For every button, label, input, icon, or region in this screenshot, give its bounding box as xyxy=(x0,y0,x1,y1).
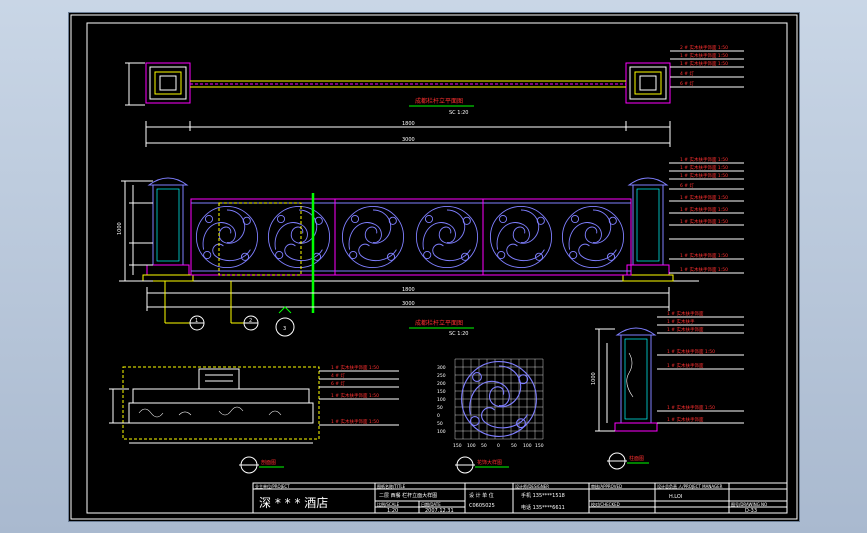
mid-callouts: 1 # 实木扶手饰面 1:50 1 # 实木扶手饰面 1:50 1 # 实木扶手… xyxy=(669,156,744,274)
callout-top-4: 6 # 灯 xyxy=(680,80,694,87)
svg-text:1 # 实木扶手饰面 1:50: 1 # 实木扶手饰面 1:50 xyxy=(680,164,728,171)
svg-text:1: 1 xyxy=(195,318,198,324)
title-block: 业主单位/PROJECT 深 * * * 酒店 图纸名称/TITLE 二层 西餐… xyxy=(252,482,788,514)
svg-text:6 # 灯: 6 # 灯 xyxy=(680,182,694,189)
approve-label: 审核/APPROVED xyxy=(591,483,622,489)
svg-text:50: 50 xyxy=(481,443,487,449)
svg-text:50: 50 xyxy=(437,421,443,427)
top-callouts: 2 # 实木扶手饰面 1:50 1 # 实木扶手饰面 1:50 1 # 实木扶手… xyxy=(670,44,744,88)
drawing-sheet[interactable]: 1800 3000 成都栏杆立平面图 SC 1:20 2 # 实木扶手饰面 1:… xyxy=(68,12,800,522)
drawing-label: 图纸名称/TITLE xyxy=(377,483,406,489)
svg-text:1 # 实木扶手饰面 1:50: 1 # 实木扶手饰面 1:50 xyxy=(680,206,728,213)
contact-1: 手机 135****1518 xyxy=(521,492,565,499)
scale-label: 比例/SCALE xyxy=(377,501,400,507)
elevation-title: 成都栏杆立平面图 xyxy=(415,319,463,327)
plan-title: 成都栏杆立平面图 xyxy=(415,97,463,105)
section-marker-3 xyxy=(275,317,295,337)
svg-text:200: 200 xyxy=(437,381,446,387)
svg-text:3: 3 xyxy=(283,326,286,332)
svg-text:100: 100 xyxy=(437,429,446,435)
svg-text:100: 100 xyxy=(523,443,532,449)
date-value: 2007.12.31 xyxy=(425,508,454,514)
plan-view: 1800 3000 成都栏杆立平面图 SC 1:20 xyxy=(125,62,671,147)
plan-scale: SC 1:20 xyxy=(449,110,468,116)
contact-label: 设计师/DESIGNER xyxy=(515,483,549,489)
elevation-view: 1000 1800 3000 1 2 3 成都栏杆立平面图 SC 1:20 xyxy=(117,177,699,337)
post-height-dim: 1000 xyxy=(591,372,597,385)
drawn-name: H.LOI xyxy=(669,494,682,500)
outer-frame xyxy=(70,14,798,520)
svg-text:300: 300 xyxy=(437,365,446,371)
design-code: C0605025 xyxy=(469,503,495,509)
callout-top-3: 4 # 灯 xyxy=(680,70,694,77)
drawn-label: 设计总负责 人/PROJECT MANAGER xyxy=(657,483,723,489)
svg-text:150: 150 xyxy=(437,389,446,395)
sheet-label: 图号/DRAWING NO xyxy=(731,501,767,507)
svg-text:100: 100 xyxy=(437,397,446,403)
section-detail: 1 # 实木扶手饰面 1:50 4 # 灯 6 # 灯 1 # 实木扶手饰面 1… xyxy=(109,364,399,474)
svg-text:0: 0 xyxy=(437,413,440,419)
design-label: 设 计 单 位 xyxy=(469,492,494,499)
ornament-detail: 300 250 200 150 100 50 0 50 100 150 100 … xyxy=(437,358,544,474)
elev-total-dim: 3000 xyxy=(402,301,415,307)
svg-text:2: 2 xyxy=(249,318,252,324)
svg-text:1 # 实木扶手饰面: 1 # 实木扶手饰面 xyxy=(667,416,704,423)
svg-text:6 # 灯: 6 # 灯 xyxy=(331,380,345,387)
sheet-no: D-33 xyxy=(745,508,757,514)
svg-text:1 # 实木扶手饰面 1:50: 1 # 实木扶手饰面 1:50 xyxy=(667,348,715,355)
scale-value: 1:20 xyxy=(387,508,398,514)
svg-text:1 # 实木扶手饰面 1:50: 1 # 实木扶手饰面 1:50 xyxy=(680,266,728,273)
elev-height-dim: 1000 xyxy=(117,222,123,235)
plan-total-dim: 3000 xyxy=(402,137,415,143)
section-subtitle: 剖面图 xyxy=(261,459,276,466)
cad-drawing: 1800 3000 成都栏杆立平面图 SC 1:20 2 # 实木扶手饰面 1:… xyxy=(70,14,798,520)
drawing-name: 二层 西餐 栏杆立面大样图 xyxy=(379,492,437,499)
owner-name: 深 * * * 酒店 xyxy=(259,496,328,510)
elev-span-dim: 1800 xyxy=(402,287,415,293)
svg-text:50: 50 xyxy=(511,443,517,449)
svg-text:1 # 实木扶手饰面 1:50: 1 # 实木扶手饰面 1:50 xyxy=(680,172,728,179)
ornament-subtitle: 花饰大样图 xyxy=(477,459,502,466)
svg-text:1 # 实木扶手饰面 1:50: 1 # 实木扶手饰面 1:50 xyxy=(331,364,379,371)
check-label: 校对/CHECKED xyxy=(591,501,620,507)
post-detail: 1000 1 # 实木扶手饰面 1 # 实木扶手 1 # 实木扶手饰面 1 # … xyxy=(591,310,744,470)
date-label: 日期/DATE xyxy=(421,501,441,507)
svg-text:1 # 实木扶手饰面 1:50: 1 # 实木扶手饰面 1:50 xyxy=(667,404,715,411)
svg-text:50: 50 xyxy=(437,405,443,411)
svg-text:1 # 实木扶手饰面 1:50: 1 # 实木扶手饰面 1:50 xyxy=(680,156,728,163)
svg-text:1 # 实木扶手饰面: 1 # 实木扶手饰面 xyxy=(667,326,704,333)
callout-top-2: 1 # 实木扶手饰面 1:50 xyxy=(680,60,728,67)
owner-label: 业主单位/PROJECT xyxy=(255,483,290,489)
svg-text:1 # 实木扶手: 1 # 实木扶手 xyxy=(667,318,695,325)
svg-text:1 # 实木扶手饰面: 1 # 实木扶手饰面 xyxy=(667,310,704,317)
svg-text:150: 150 xyxy=(535,443,544,449)
svg-text:4 # 灯: 4 # 灯 xyxy=(331,372,345,379)
svg-text:150: 150 xyxy=(453,443,462,449)
contact-2: 电话 135****6611 xyxy=(521,504,565,511)
elevation-scale: SC 1:20 xyxy=(449,331,468,337)
post-subtitle: 柱面图 xyxy=(629,455,644,462)
svg-text:100: 100 xyxy=(467,443,476,449)
svg-text:1 # 实木扶手饰面 1:50: 1 # 实木扶手饰面 1:50 xyxy=(331,418,379,425)
svg-text:1 # 实木扶手饰面 1:50: 1 # 实木扶手饰面 1:50 xyxy=(680,194,728,201)
svg-text:1 # 实木扶手饰面: 1 # 实木扶手饰面 xyxy=(667,362,704,369)
svg-text:250: 250 xyxy=(437,373,446,379)
svg-text:1 # 实木扶手饰面 1:50: 1 # 实木扶手饰面 1:50 xyxy=(680,252,728,259)
svg-text:1 # 实木扶手饰面 1:50: 1 # 实木扶手饰面 1:50 xyxy=(331,392,379,399)
callout-top-0: 2 # 实木扶手饰面 1:50 xyxy=(680,44,728,51)
callout-top-1: 1 # 实木扶手饰面 1:50 xyxy=(680,52,728,59)
plan-span-dim: 1800 xyxy=(402,121,415,127)
svg-text:1 # 实木扶手饰面 1:50: 1 # 实木扶手饰面 1:50 xyxy=(680,218,728,225)
svg-text:0: 0 xyxy=(497,443,500,449)
